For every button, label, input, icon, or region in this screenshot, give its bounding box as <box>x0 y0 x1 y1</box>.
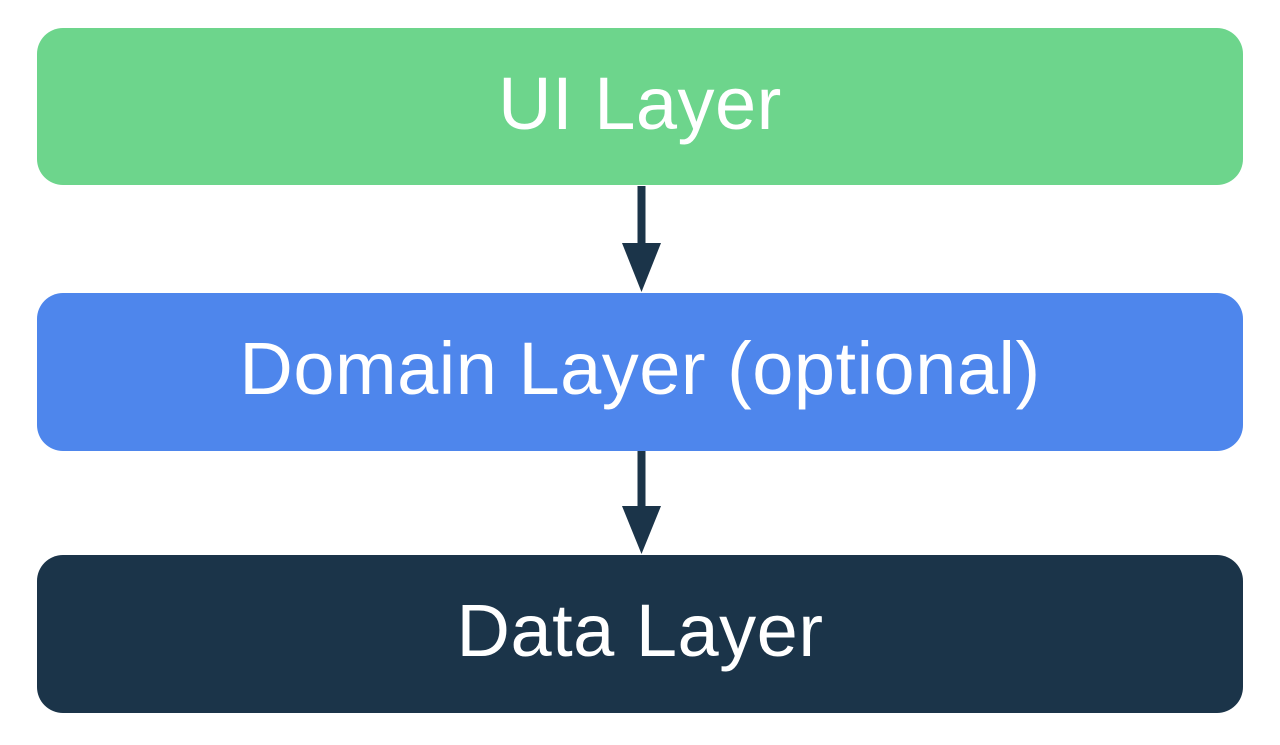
layer-box-domain: Domain Layer (optional) <box>37 293 1243 451</box>
layer-box-ui: UI Layer <box>37 28 1243 185</box>
arrow-down-icon <box>621 186 662 293</box>
layer-label-data: Data Layer <box>456 589 824 672</box>
layer-label-domain: Domain Layer (optional) <box>239 327 1041 410</box>
layer-box-data: Data Layer <box>37 555 1243 713</box>
arrow-down-icon <box>621 451 662 555</box>
layer-label-ui: UI Layer <box>498 61 782 145</box>
